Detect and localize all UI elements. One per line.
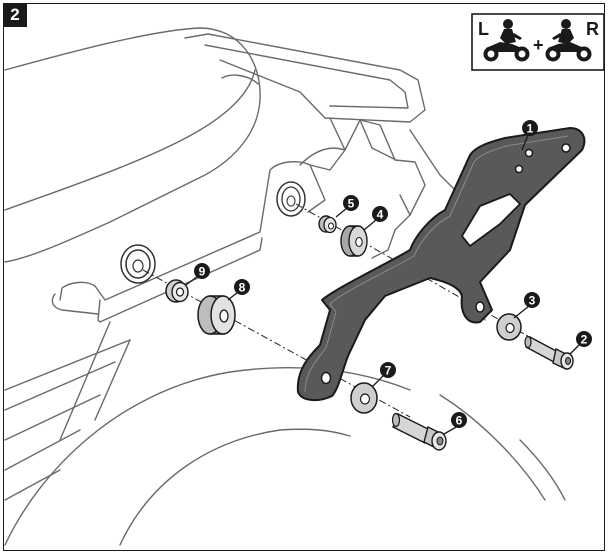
side-indicator: L + R (471, 13, 605, 71)
callout-8: 8 (234, 279, 250, 295)
seat-lower-edge (4, 69, 256, 211)
medium-spacer-part-4 (340, 225, 368, 257)
callout-5: 5 (343, 195, 359, 211)
callout-label: 2 (581, 333, 588, 347)
callout-leaders (185, 134, 580, 435)
bracket-part (296, 127, 586, 402)
callout-1: 1 (522, 120, 538, 136)
plus-sign: + (533, 35, 544, 55)
rear-subframe (344, 119, 426, 259)
callout-9: 9 (194, 263, 210, 279)
washer-part-3 (496, 313, 522, 341)
motorcycle-body (4, 27, 566, 546)
callout-label: 7 (385, 364, 392, 378)
bolt-part-6 (391, 412, 447, 451)
mounting-hole-front (276, 181, 306, 217)
callouts: 1 2 3 4 5 6 7 (194, 120, 592, 428)
callout-7: 7 (380, 362, 396, 378)
large-spacer-part-8 (197, 295, 236, 335)
motorcycle-rider-left-icon (483, 19, 530, 62)
small-spacer-part-5 (318, 215, 337, 234)
grab-rail-top (184, 33, 426, 123)
callout-label: 4 (377, 208, 384, 222)
callout-4: 4 (372, 206, 388, 222)
washer-part-7 (350, 382, 378, 414)
callout-label: 5 (348, 197, 355, 211)
side-fairing (59, 117, 346, 301)
motorcycle-rider-right-icon (545, 19, 592, 62)
seat-outline (4, 27, 261, 263)
rear-wheel (4, 366, 411, 546)
left-side-label: L (478, 19, 489, 39)
right-side-label: R (586, 19, 599, 39)
lower-frame (4, 339, 131, 501)
mounting-hole-rear (120, 244, 156, 284)
callout-6: 6 (451, 412, 467, 428)
callout-2: 2 (576, 331, 592, 347)
bolt-part-2 (524, 335, 574, 370)
callout-label: 9 (199, 265, 206, 279)
callout-label: 3 (529, 294, 536, 308)
grab-rail-inner (204, 44, 409, 109)
callout-label: 8 (239, 281, 246, 295)
callout-label: 1 (527, 122, 534, 136)
callout-3: 3 (524, 292, 540, 308)
callout-label: 6 (456, 414, 463, 428)
step-number-badge: 2 (3, 3, 27, 27)
diagram-frame (3, 3, 605, 551)
small-spacer-part-9 (165, 279, 189, 303)
